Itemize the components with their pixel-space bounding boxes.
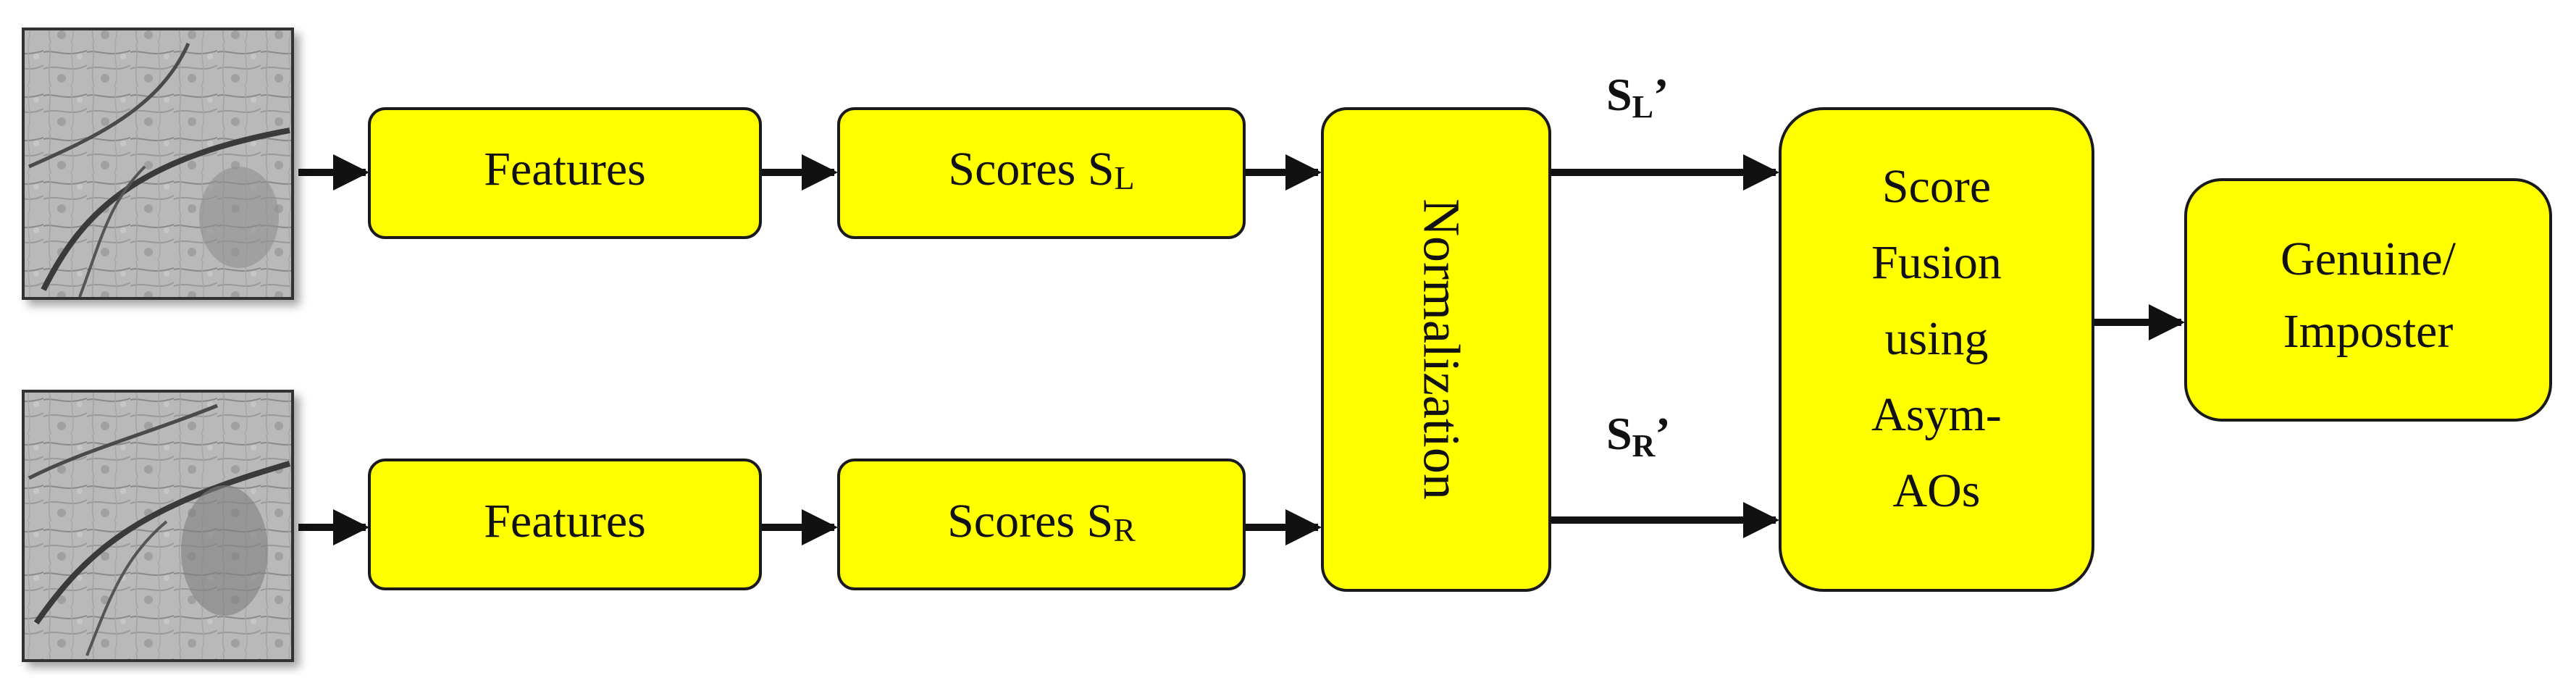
scores-right-main: Scores S xyxy=(947,495,1113,548)
edge-label-sr-suffix: ’ xyxy=(1655,408,1670,459)
fusion-line-5: AOs xyxy=(1892,464,1980,517)
decision-box: Genuine/ Imposter xyxy=(2184,178,2552,422)
fusion-line-1: Score xyxy=(1882,160,1991,213)
palm-crease-major-icon xyxy=(33,461,291,625)
features-label-bottom: Features xyxy=(484,495,646,548)
palm-crease-minor-icon xyxy=(28,42,190,169)
edge-label-sr-sub: R xyxy=(1632,428,1656,464)
scores-left-box: Scores SL xyxy=(837,107,1246,239)
edge-label-sr-main: S xyxy=(1606,408,1632,459)
edge-label-sl-suffix: ’ xyxy=(1653,69,1669,120)
normalization-label: Normalization xyxy=(1412,198,1470,500)
decision-line-2: Imposter xyxy=(2283,305,2454,358)
scores-left-label: Scores SL xyxy=(948,143,1134,196)
features-box-top: Features xyxy=(368,107,762,239)
scores-left-sub: L xyxy=(1115,159,1135,196)
edge-label-sr-prime: SR’ xyxy=(1606,408,1671,464)
scores-right-label: Scores SR xyxy=(947,495,1136,548)
palmprint-image-top xyxy=(22,28,294,300)
score-fusion-box: Score Fusion using Asym- AOs xyxy=(1779,107,2094,592)
edge-label-sl-prime: SL’ xyxy=(1606,69,1669,125)
fusion-line-2: Fusion xyxy=(1871,236,2002,289)
scores-right-sub: R xyxy=(1113,511,1136,548)
fusion-line-3: using xyxy=(1884,312,1988,365)
flow-arrows xyxy=(298,154,2185,545)
features-box-bottom: Features xyxy=(368,459,762,590)
scores-left-main: Scores S xyxy=(948,143,1114,196)
palm-crease-minor-icon xyxy=(28,403,218,480)
edge-label-sl-main: S xyxy=(1606,69,1632,120)
fusion-line-4: Asym- xyxy=(1871,388,2002,441)
edge-label-sl-sub: L xyxy=(1632,89,1653,125)
scores-right-box: Scores SR xyxy=(837,459,1246,590)
features-label-top: Features xyxy=(484,143,646,196)
palmprint-image-bottom xyxy=(22,390,294,662)
palm-crease-major-icon xyxy=(41,127,290,291)
decision-line-1: Genuine/ xyxy=(2281,233,2457,285)
normalization-box: Normalization xyxy=(1321,107,1551,592)
